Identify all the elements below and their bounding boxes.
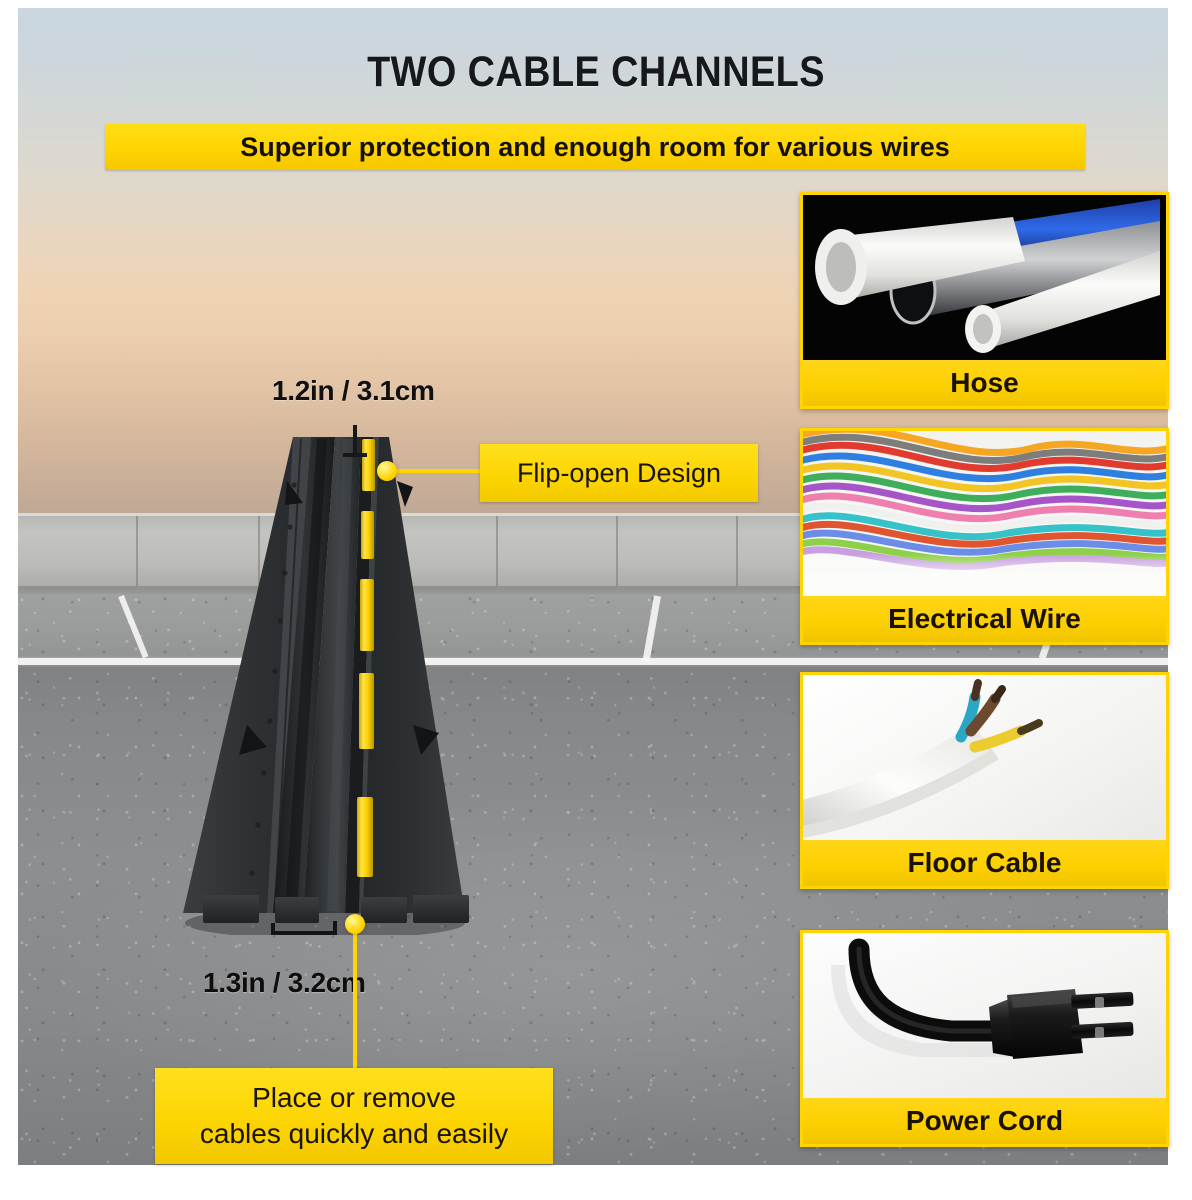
panel-label-power-cord: Power Cord: [803, 1098, 1166, 1144]
width-dimension-label: 1.3in / 3.2cm: [203, 967, 366, 998]
height-dimension-label: 1.2in / 3.1cm: [272, 375, 435, 406]
flip-callout-dot: [377, 461, 397, 481]
flip-open-callout: Flip-open Design: [480, 444, 758, 502]
bottom-callout-line-1: Place or remove: [252, 1082, 456, 1114]
subtitle-banner: Superior protection and enough room for …: [105, 124, 1085, 170]
page-title: TWO CABLE CHANNELS: [367, 48, 825, 96]
bottom-callout-dot: [345, 914, 365, 934]
hose-photo: [803, 195, 1166, 360]
bottom-callout: Place or remove cables quickly and easil…: [155, 1068, 553, 1164]
electrical-wire-photo: [803, 431, 1166, 596]
flip-callout-leader-line: [388, 469, 482, 473]
feature-panel-hose[interactable]: Hose: [800, 192, 1169, 409]
feature-panel-power-cord[interactable]: Power Cord: [800, 930, 1169, 1147]
feature-panel-electrical-wire[interactable]: Electrical Wire: [800, 428, 1169, 645]
feature-panel-floor-cable[interactable]: Floor Cable: [800, 672, 1169, 889]
panel-label-hose: Hose: [803, 360, 1166, 406]
panel-label-floor-cable: Floor Cable: [803, 840, 1166, 886]
panel-label-electrical-wire: Electrical Wire: [803, 596, 1166, 642]
floor-cable-photo: [803, 675, 1166, 840]
power-cord-photo: [803, 933, 1166, 1098]
flip-open-hinge-segments: [357, 439, 375, 877]
cable-protector-ramp: [175, 425, 475, 935]
bottom-callout-leader-line: [353, 928, 357, 1080]
parking-line-horizontal: [18, 658, 1168, 665]
wall-base: [18, 586, 1168, 596]
bottom-callout-line-2: cables quickly and easily: [199, 1118, 509, 1149]
height-gauge: [343, 425, 367, 457]
width-gauge: [271, 921, 337, 935]
